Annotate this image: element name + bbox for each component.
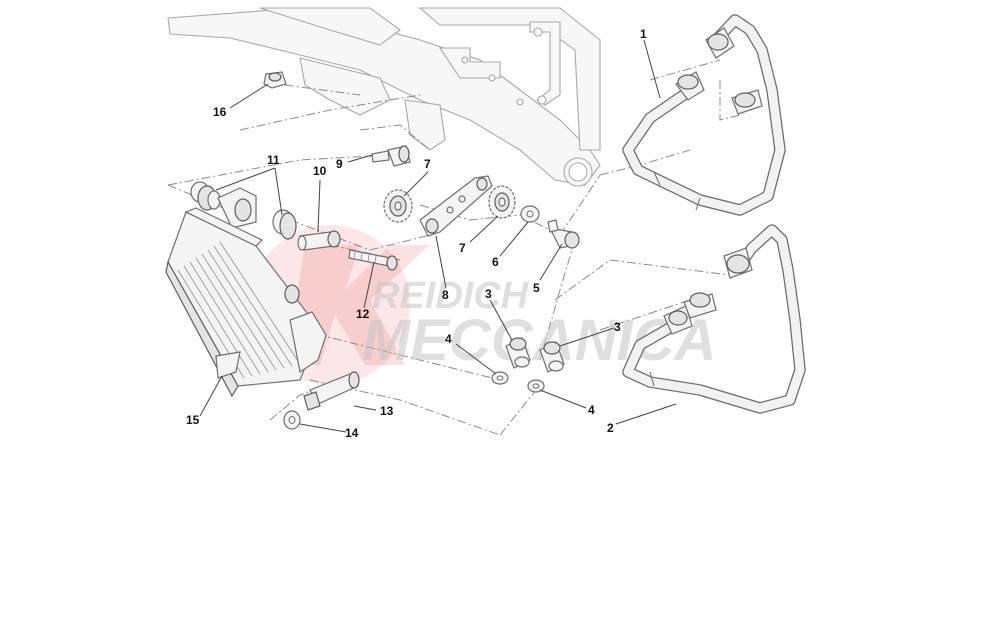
- part-9-bolt: [371, 145, 411, 167]
- part-12-long-bolt: [348, 249, 398, 271]
- part-1-oil-hose: [622, 14, 786, 216]
- callout-16: 16: [213, 105, 227, 119]
- callout-5: 5: [533, 281, 540, 295]
- part-10-spacer: [297, 230, 341, 251]
- part-3-fitting-right: [539, 341, 565, 373]
- part-7-gear-right: [488, 185, 516, 219]
- part-3-fitting-left: [505, 337, 531, 369]
- callout-8: 8: [442, 288, 449, 302]
- watermark: REIDICH MECCANICA: [250, 225, 716, 385]
- part-2-oil-hose: [622, 224, 806, 414]
- part-5-bolt: [547, 219, 580, 249]
- part-7-gear-left: [383, 189, 413, 223]
- callout-10: 10: [313, 164, 327, 178]
- part-1-adapter: [731, 89, 763, 115]
- callout-6: 6: [492, 255, 499, 269]
- callout-13: 13: [380, 404, 394, 418]
- callout-2: 2: [607, 421, 614, 435]
- cooler-fins: [177, 241, 301, 379]
- frame-structure: [167, 7, 601, 187]
- callout-15: 15: [186, 413, 200, 427]
- leader-lines: [199, 39, 677, 433]
- part-6-washer: [520, 205, 540, 223]
- part-4-washer-right: [527, 379, 545, 393]
- part-8-linkage-plate: [419, 175, 493, 237]
- callout-3-left: 3: [485, 287, 492, 301]
- callout-7-lower: 7: [459, 241, 466, 255]
- callout-4-right: 4: [588, 403, 595, 417]
- watermark-line1: REIDICH: [372, 275, 530, 317]
- callout-11: 11: [267, 153, 280, 167]
- callout-4-left: 4: [445, 332, 452, 346]
- part-4-washer-left: [491, 371, 509, 385]
- part-16-nut: [263, 71, 287, 89]
- part-2-adapter: [683, 292, 717, 319]
- part-11-grommets: [190, 181, 297, 240]
- callout-3-right: 3: [614, 320, 621, 334]
- part-13-temp-sensor: [303, 371, 360, 411]
- callout-7-upper: 7: [424, 157, 431, 171]
- watermark-line2: MECCANICA: [362, 308, 716, 373]
- part-15-oil-cooler: [165, 207, 327, 398]
- callout-14: 14: [345, 426, 359, 440]
- part-14-washer: [283, 410, 301, 430]
- callout-labels: 1 2 3 3 4 4 5 6 7 7 8 9 10 11 12 13 14 1…: [186, 27, 647, 440]
- callout-12: 12: [356, 307, 370, 321]
- callout-1: 1: [640, 27, 647, 41]
- callout-9: 9: [336, 157, 343, 171]
